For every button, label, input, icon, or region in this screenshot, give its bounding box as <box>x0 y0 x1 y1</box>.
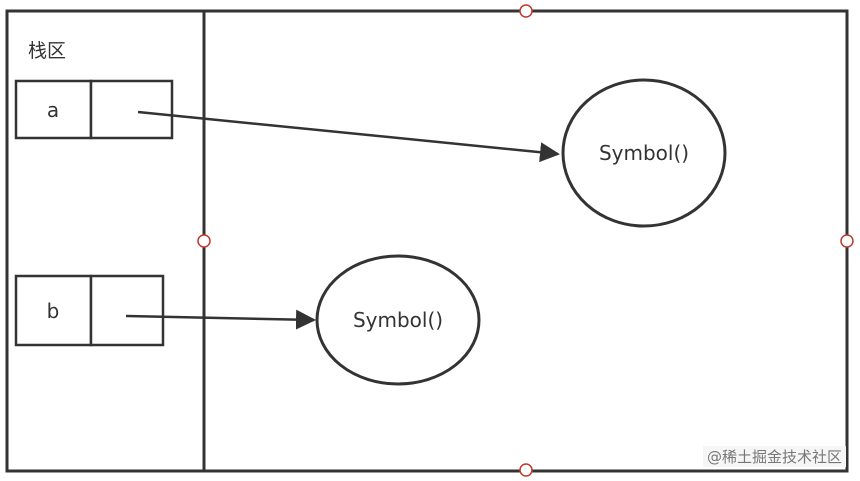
symbol-object-a-shape <box>561 78 727 228</box>
resize-handle-left[interactable] <box>197 234 211 248</box>
variable-b-pointer-box <box>89 274 165 347</box>
symbol-object-a: Symbol() <box>561 78 727 228</box>
variable-a-name-box <box>14 79 93 140</box>
resize-handle-right[interactable] <box>840 234 854 248</box>
watermark: @稀土掘金技术社区 <box>702 446 846 467</box>
reference-arrow-a <box>137 110 560 163</box>
symbol-object-b-shape <box>315 254 481 386</box>
variable-b-name: b <box>47 299 60 323</box>
reference-arrow-b <box>125 309 316 330</box>
resize-handle-top[interactable] <box>519 4 533 18</box>
symbol-object-a-label: Symbol() <box>599 141 689 165</box>
stack-area-label: 栈区 <box>28 40 66 62</box>
resize-handle-bottom[interactable] <box>519 463 533 477</box>
symbol-object-b: Symbol() <box>315 254 481 386</box>
symbol-object-b-label: Symbol() <box>353 308 443 332</box>
variable-b-cell: b <box>14 274 165 347</box>
selection-handles[interactable] <box>197 4 854 477</box>
variable-a-cell: a <box>14 79 174 140</box>
variable-a-pointer-box <box>89 79 174 140</box>
variable-a-name: a <box>47 98 59 122</box>
